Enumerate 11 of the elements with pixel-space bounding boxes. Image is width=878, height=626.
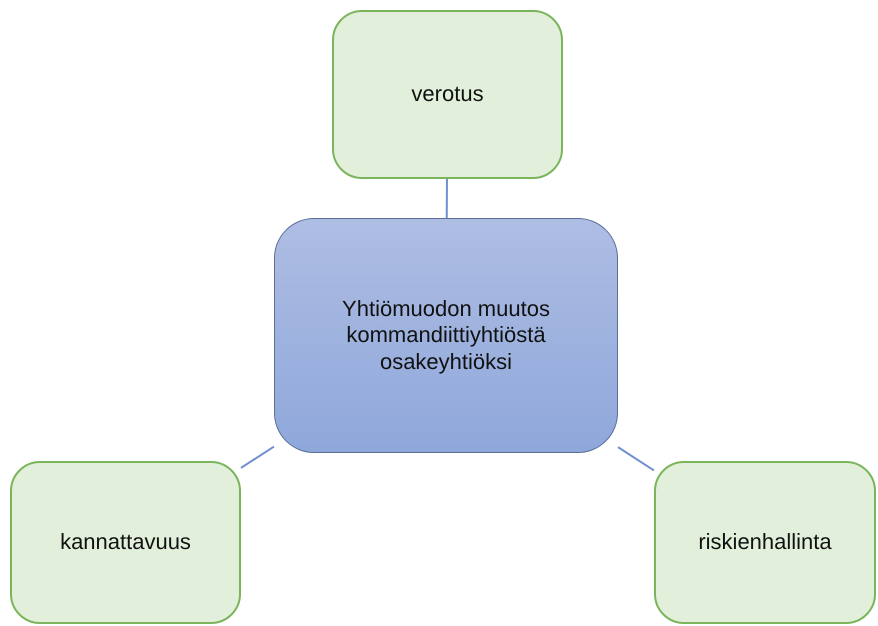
connector-line [446,179,448,218]
node-label: riskienhallinta [698,529,832,556]
connector-line [617,446,655,472]
node-label: kannattavuus [60,529,191,556]
node-label: verotus [411,81,484,108]
connector-line [240,446,275,469]
subtopic-box [654,461,876,624]
subtopic-box [332,10,563,179]
node-label: Yhtiömuodon muutos kommandiittiyhtiöstä osakeyhtiöksi [341,296,551,376]
subtopic-box [10,461,241,624]
topic-box [274,218,618,453]
